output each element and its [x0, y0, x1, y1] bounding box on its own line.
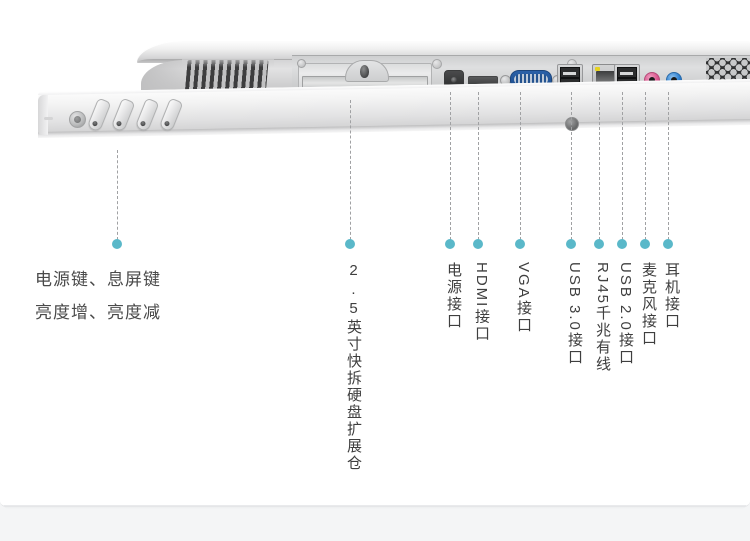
lead-line-usb30-port [571, 92, 572, 240]
status-led [44, 117, 53, 120]
lead-line-rj45-port [599, 92, 600, 240]
callout-dot-buttons [112, 239, 122, 249]
io-plate-top-line [292, 55, 750, 56]
lead-line-power-port [450, 92, 451, 240]
callout-dot-vga-port [515, 239, 525, 249]
lead-line-vga-port [520, 92, 521, 240]
callout-dot-hdd-bay [345, 239, 355, 249]
label-hdmi-port: HDMI接口 [473, 262, 490, 343]
lead-line-headphone-port [668, 92, 669, 240]
label-mic-port: 麦克风接口 [640, 262, 657, 347]
label-usb30-port: USB 3.0接口 [566, 262, 583, 366]
lead-line-usb20-port [622, 92, 623, 240]
lead-line-hdmi-port [478, 92, 479, 240]
lead-line-hdd-bay [350, 100, 351, 240]
bezel-screw [565, 117, 579, 131]
label-rj45-port: RJ45千兆有线 [594, 262, 611, 374]
usb30-port-upper [560, 67, 580, 78]
label-headphone-port: 耳机接口 [663, 262, 680, 330]
label-hdd-bay: 2.5英寸快拆硬盘扩展仓 [345, 262, 362, 472]
rj45-led-activity [595, 67, 600, 71]
label-power-port: 电源接口 [445, 262, 462, 330]
usb20-port-upper [617, 67, 637, 78]
side-round-port [69, 111, 86, 128]
card-bottom-shadow [4, 505, 746, 509]
front-bezel-left-cap [38, 94, 48, 135]
callout-dot-power-port [445, 239, 455, 249]
hdd-bay-screw [360, 65, 369, 78]
callout-dot-headphone-port [663, 239, 673, 249]
callout-dot-rj45-port [594, 239, 604, 249]
label-buttons-line2: 亮度增、亮度减 [35, 303, 161, 322]
lead-line-buttons [117, 150, 118, 240]
label-usb20-port: USB 2.0接口 [617, 262, 634, 366]
callout-dot-hdmi-port [473, 239, 483, 249]
lead-line-mic-port [645, 92, 646, 240]
vga-pins [514, 74, 548, 85]
label-vga-port: VGA接口 [515, 262, 532, 334]
callout-dot-usb30-port [566, 239, 576, 249]
product-photo [0, 0, 750, 230]
callout-dot-mic-port [640, 239, 650, 249]
label-buttons-line1: 电源键、息屏键 [35, 270, 161, 289]
plate-screw-mid [432, 59, 442, 69]
plate-screw-left [297, 59, 306, 68]
callout-dot-usb20-port [617, 239, 627, 249]
